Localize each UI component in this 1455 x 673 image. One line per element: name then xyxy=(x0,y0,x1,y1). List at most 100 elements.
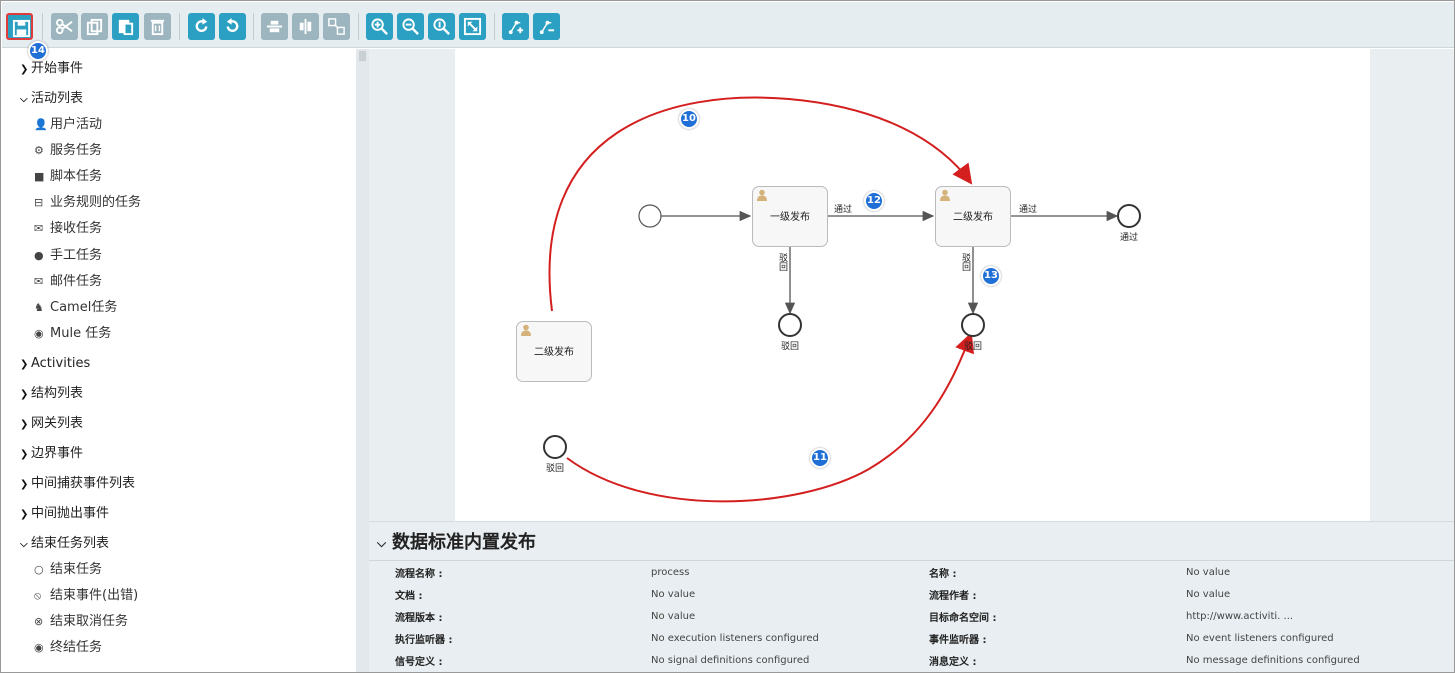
zoom-in-button[interactable] xyxy=(366,13,393,40)
palette-item-service-task[interactable]: ⚙服务任务 xyxy=(34,142,102,160)
palette-group-end-events[interactable]: ⌵结束任务列表 xyxy=(20,535,109,553)
start-event[interactable] xyxy=(638,204,662,228)
table-icon: ⊟ xyxy=(34,196,44,209)
palette-group-structural[interactable]: ❯结构列表 xyxy=(20,385,83,403)
end-event-reject-1[interactable] xyxy=(778,313,802,337)
property-value[interactable]: No message definitions configured xyxy=(1186,655,1360,666)
item-label: 接收任务 xyxy=(50,221,103,236)
zoom-out-button[interactable] xyxy=(397,13,424,40)
palette-group-boundary-events[interactable]: ❯边界事件 xyxy=(20,445,83,463)
property-label: 流程版本 : xyxy=(395,613,443,624)
add-bendpoint-button[interactable] xyxy=(502,13,529,40)
palette-item-user-task[interactable]: 👤用户活动 xyxy=(34,116,102,134)
flow-label-reject-1: 驳回 xyxy=(777,253,787,271)
delete-button[interactable] xyxy=(144,13,171,40)
item-label: 用户活动 xyxy=(50,117,103,132)
zoom-in-icon xyxy=(371,18,388,35)
group-label: 边界事件 xyxy=(31,446,84,461)
toolbar-divider xyxy=(358,13,359,40)
zoom-fit-button[interactable] xyxy=(459,13,486,40)
item-label: 结束任务 xyxy=(50,562,103,577)
group-label: 网关列表 xyxy=(31,416,84,431)
user-task-level1[interactable]: 一级发布 xyxy=(752,186,828,247)
property-label: 信号定义 : xyxy=(395,657,443,668)
sidebar-scrollbar[interactable] xyxy=(356,49,369,672)
item-label: Camel任务 xyxy=(50,300,118,315)
property-value[interactable]: No value xyxy=(651,589,696,600)
same-size-button[interactable] xyxy=(323,13,350,40)
palette-group-gateways[interactable]: ❯网关列表 xyxy=(20,415,83,433)
item-label: Mule 任务 xyxy=(50,326,112,341)
palette-item-cancel-end-event[interactable]: ⊗结束取消任务 xyxy=(34,613,128,631)
palette-group-throwing-events[interactable]: ❯中间抛出事件 xyxy=(20,505,109,523)
property-value[interactable]: No event listeners configured xyxy=(1186,633,1334,644)
properties-header[interactable]: ⌵数据标准内置发布 xyxy=(377,530,536,556)
same-size-icon xyxy=(328,18,345,35)
chevron-right-icon: ❯ xyxy=(20,64,29,75)
item-label: 脚本任务 xyxy=(50,169,103,184)
property-value[interactable]: No value xyxy=(1186,589,1231,600)
toolbar-divider xyxy=(494,13,495,40)
group-label: Activities xyxy=(31,356,91,371)
red-arrow-10[interactable] xyxy=(548,96,973,312)
property-value[interactable]: No value xyxy=(1186,567,1231,578)
redo-icon xyxy=(195,17,208,33)
property-value[interactable]: process xyxy=(651,567,690,578)
diagram-canvas[interactable] xyxy=(455,49,1370,521)
copy-icon xyxy=(86,18,103,36)
cut-button[interactable] xyxy=(51,13,78,40)
toolbar-divider xyxy=(42,13,43,40)
redo-button[interactable] xyxy=(188,13,215,40)
undo-button[interactable] xyxy=(219,13,246,40)
task-label: 二级发布 xyxy=(534,347,574,358)
user-task-level2[interactable]: 二级发布 xyxy=(935,186,1011,247)
group-label: 活动列表 xyxy=(31,91,84,106)
align-horizontal-button[interactable] xyxy=(261,13,288,40)
palette-item-error-end-event[interactable]: ⦸结束事件(出错) xyxy=(34,587,138,605)
palette-item-camel-task[interactable]: ♞Camel任务 xyxy=(34,299,117,317)
paste-icon xyxy=(118,19,134,36)
palette-item-receive-task[interactable]: ✉接收任务 xyxy=(34,220,102,238)
user-icon: 👤 xyxy=(34,118,48,131)
property-value[interactable]: No signal definitions configured xyxy=(651,655,810,666)
paste-button[interactable] xyxy=(112,13,139,40)
end-event-reject-2[interactable] xyxy=(961,313,985,337)
property-value[interactable]: http://www.activiti. ... xyxy=(1186,611,1294,622)
user-task-level2-detached[interactable]: 二级发布 xyxy=(516,321,592,382)
property-value[interactable]: No value xyxy=(651,611,696,622)
group-label: 开始事件 xyxy=(31,61,84,76)
zoom-fit-icon xyxy=(463,17,482,36)
scrollbar-thumb[interactable] xyxy=(359,51,366,61)
palette-item-script-task[interactable]: ■ 脚本任务 xyxy=(34,168,102,186)
script-icon: ■ xyxy=(34,170,45,183)
palette-group-start-events[interactable]: ❯开始事件 xyxy=(20,60,83,78)
palette-item-business-rule-task[interactable]: ⊟业务规则的任务 xyxy=(34,194,141,212)
trash-icon xyxy=(150,19,165,36)
align-vertical-button[interactable] xyxy=(292,13,319,40)
property-label: 目标命名空间 : xyxy=(929,613,997,624)
palette-item-mule-task[interactable]: ◉Mule 任务 xyxy=(34,325,111,343)
remove-bendpoint-icon xyxy=(539,20,555,35)
copy-button[interactable] xyxy=(81,13,108,40)
remove-bendpoint-button[interactable] xyxy=(533,13,560,40)
palette-item-manual-task[interactable]: ●手工任务 xyxy=(34,247,102,265)
palette-group-activities-list[interactable]: ⌵活动列表 xyxy=(20,90,83,108)
scissors-icon xyxy=(55,18,73,35)
flow-label-reject-2: 驳回 xyxy=(960,253,970,271)
zoom-actual-button[interactable] xyxy=(428,13,455,40)
save-button[interactable] xyxy=(6,13,33,40)
flow-label-pass-2: 通过 xyxy=(1019,205,1038,215)
end-event-pass[interactable] xyxy=(1117,204,1141,228)
end-event-reject-3[interactable] xyxy=(543,435,567,459)
palette-item-mail-task[interactable]: ✉邮件任务 xyxy=(34,273,102,291)
red-arrow-11[interactable] xyxy=(566,332,974,503)
palette-item-terminate-end-event[interactable]: ◉终结任务 xyxy=(34,639,102,657)
undo-icon xyxy=(226,17,239,33)
palette-item-end-event[interactable]: ○结束任务 xyxy=(34,561,102,579)
property-value[interactable]: No execution listeners configured xyxy=(651,633,819,644)
palette-group-activities[interactable]: ❯Activities xyxy=(20,355,90,373)
palette-group-catching-events[interactable]: ❯中间捕获事件列表 xyxy=(20,475,135,493)
envelope-icon: ✉ xyxy=(34,275,44,288)
toolbar: 14 xyxy=(2,2,1454,61)
chevron-right-icon: ❯ xyxy=(20,389,29,400)
